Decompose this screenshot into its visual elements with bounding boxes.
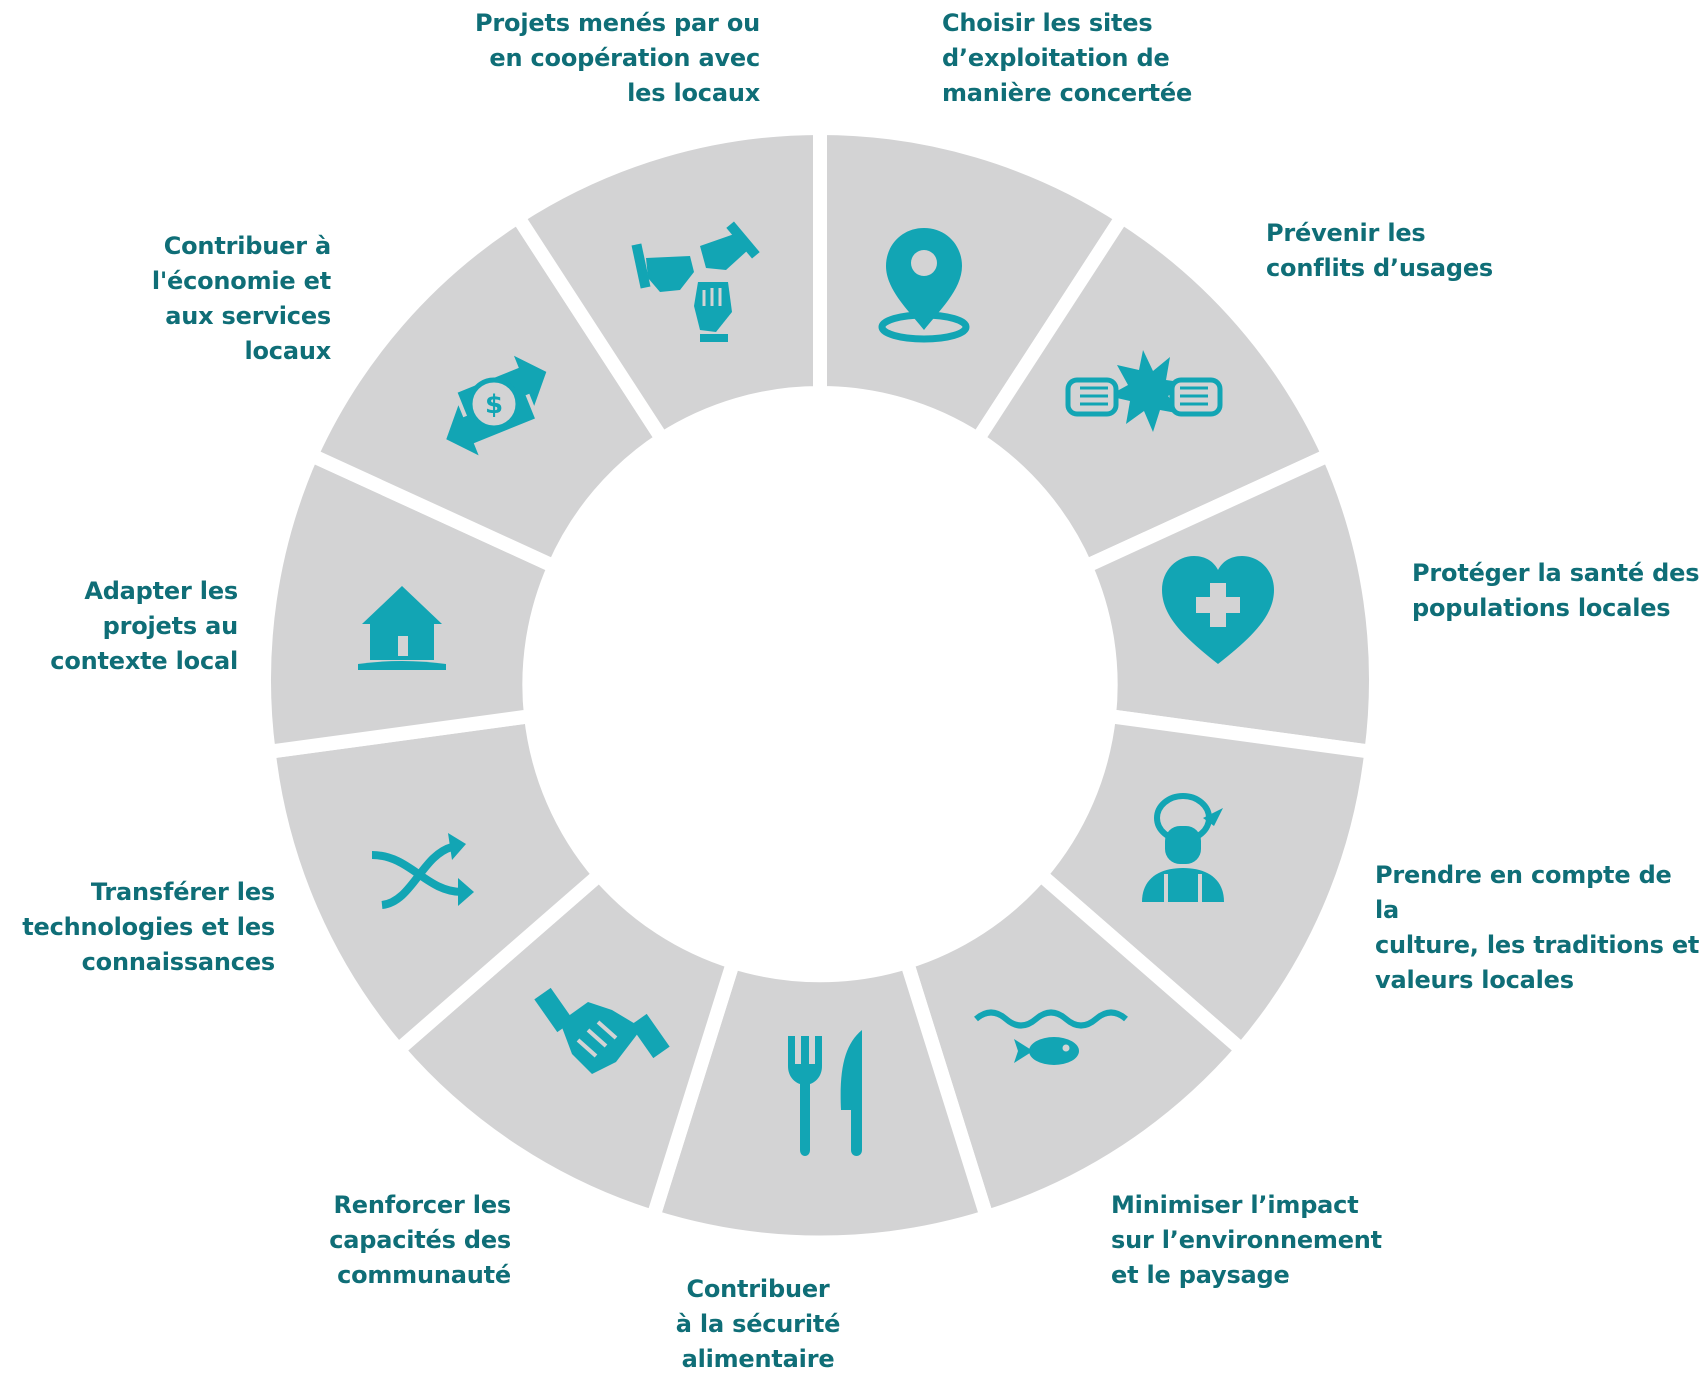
heart-plus-icon: [1162, 556, 1274, 664]
money-exchange-icon: $: [446, 355, 547, 456]
label-projets-menes: Projets menés par ou en coopération avec…: [475, 9, 760, 107]
location-pin-icon: [878, 228, 970, 343]
segment-securite-alimentaire: [644, 953, 996, 1250]
fork-knife-icon: [788, 1030, 862, 1156]
crossing-arrows-icon: [371, 833, 474, 909]
clashing-fists-icon: [1065, 350, 1223, 432]
label-culture-traditions: Prendre en compte de la culture, les tra…: [1375, 861, 1700, 994]
label-renforcer-capacites: Renforcer les capacités des communauté: [329, 1191, 511, 1289]
label-adapter-projets: Adapter les projets au contexte local: [50, 577, 238, 675]
house-icon: [358, 586, 446, 670]
label-minimiser-impact: Minimiser l’impact sur l’environnement e…: [1111, 1191, 1382, 1289]
segment-proteger-sante: [1076, 445, 1383, 760]
label-contribuer-economie: Contribuer à l'économie et aux services …: [151, 232, 331, 365]
local-person-icon: [1142, 793, 1224, 902]
label-prevenir-conflits: Prévenir les conflits d’usages: [1266, 219, 1494, 282]
label-securite-alimentaire: Contribuer à la sécurité alimentaire: [675, 1275, 841, 1373]
fish-water-icon: [974, 1009, 1128, 1065]
handshake-icon: [534, 987, 670, 1074]
label-choisir-sites: Choisir les sites d’exploitation de mani…: [942, 9, 1193, 107]
segment-prevenir-conflits: [968, 207, 1338, 576]
joined-hands-icon: [631, 221, 760, 342]
segment-projets-menes: [508, 120, 827, 449]
label-transferer-technologies: Transférer les technologies et les conna…: [22, 878, 275, 976]
segment-adapter-projets: [257, 445, 564, 760]
label-proteger-sante: Protéger la santé des populations locale…: [1412, 559, 1700, 622]
segment-choisir-sites: [813, 120, 1132, 449]
svg-text:$: $: [485, 390, 503, 420]
